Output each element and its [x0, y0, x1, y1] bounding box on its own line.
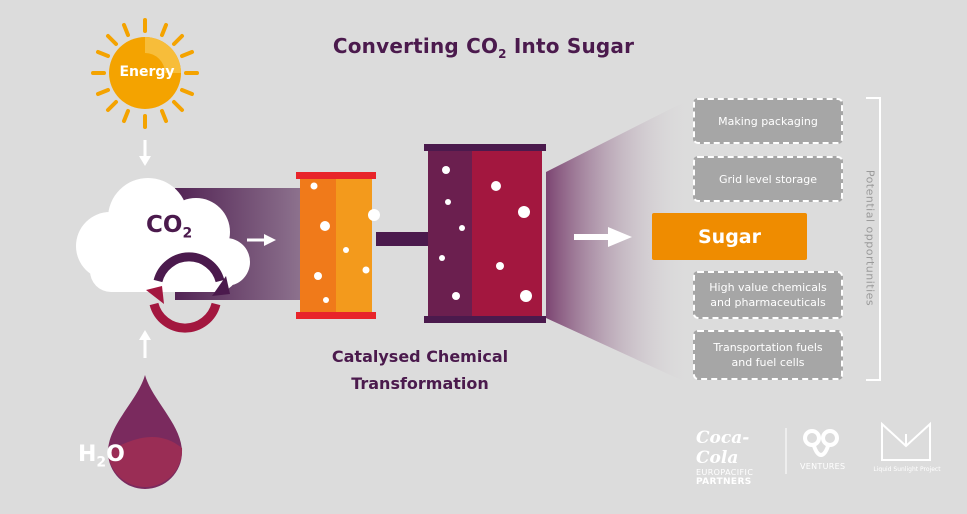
ventures-logo-icon — [803, 429, 839, 457]
right-arrow-icon — [247, 234, 276, 246]
coca-cola-europacific-logo: Coca-Cola EUROPACIFIC PARTNERS — [696, 428, 754, 487]
ventures-logo-text: VENTURES — [800, 462, 846, 471]
sugar-output-box: Sugar — [652, 213, 807, 260]
co2-label: CO2 — [146, 212, 193, 242]
down-arrow-icon — [139, 140, 151, 166]
energy-label: Energy — [119, 64, 175, 80]
process-caption: Catalysed Chemical Transformation — [331, 347, 509, 393]
opportunities-bracket — [866, 97, 881, 381]
water-drop-icon — [108, 375, 183, 489]
opportunities-heading: Potential opportunities — [863, 169, 877, 307]
ldp-logo-text: Liquid Sunlight Project — [873, 466, 941, 473]
ldp-logo-icon — [881, 421, 931, 461]
right-arrow-icon — [574, 227, 632, 247]
opportunity-box: Grid level storage — [693, 156, 843, 202]
h2o-label: H2O — [78, 442, 125, 471]
catalyst-reactor — [296, 144, 546, 323]
opportunity-box: Making packaging — [693, 98, 843, 144]
page-title: Converting CO2 Into Sugar — [332, 34, 635, 61]
sun-icon — [91, 18, 199, 129]
cycle-arrows-icon — [146, 252, 230, 333]
up-arrow-icon — [139, 330, 151, 358]
